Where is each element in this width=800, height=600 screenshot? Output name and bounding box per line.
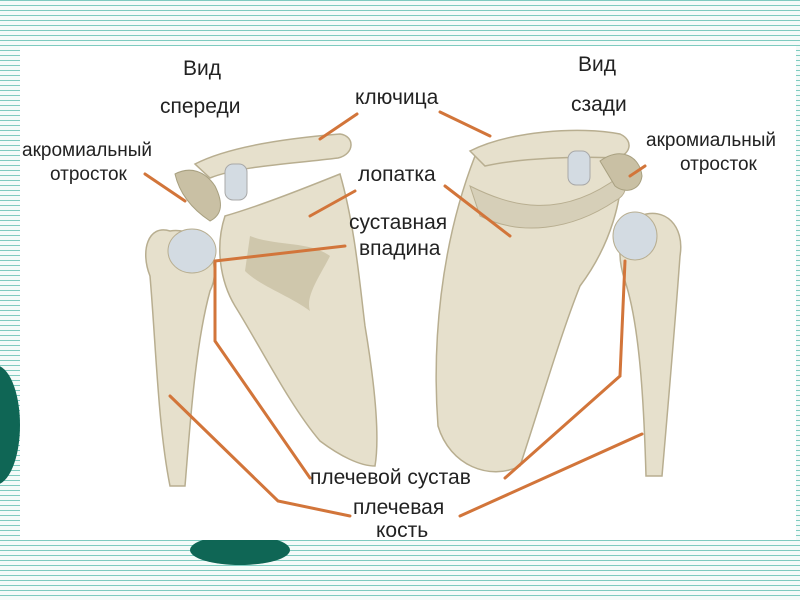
leader-scapula-back [443,184,512,238]
humeral-head-cartilage-back [612,211,658,261]
leader-scapula-front [308,189,357,218]
front-view-bones [145,133,378,487]
label-front-view-line1: Вид [183,57,221,80]
label-glenoid-line2: впадина [359,237,441,260]
label-front-view-line2: спереди [160,95,241,118]
decorative-shape-bottom [190,535,290,565]
label-shoulder-joint: плечевой сустав [310,466,471,489]
label-acromion-right-line1: акромиальный [646,130,777,151]
back-view-bones [435,129,682,477]
leader-acromion-back [628,164,647,178]
clavicle-front [193,133,352,179]
label-acromion-right-line2: отросток [680,154,757,175]
label-acromion-left-line2: отросток [50,164,127,185]
leader-clavicle-back [438,110,492,138]
coracoid-ligament-front [224,163,248,201]
label-back-view-line1: Вид [578,53,616,76]
content-panel: Вид спереди Вид сзади ключица акромиальн… [20,46,796,542]
leader-shoulder-joint-back [503,259,627,480]
humeral-head-cartilage-front [167,228,217,274]
label-glenoid-line1: суставная [349,211,448,234]
leader-humerus-front [168,394,352,518]
decorative-shape-left [0,365,20,485]
acromion-front [174,169,221,222]
leader-glenoid [213,244,347,263]
label-humerus-line1: плечевая [353,496,445,519]
leader-acromion-front [143,172,187,203]
label-clavicle: ключица [355,86,439,109]
label-scapula: лопатка [358,163,436,186]
leader-lines [143,110,647,518]
label-humerus-line2: кость [376,519,429,542]
label-acromion-left-line1: акромиальный [22,140,153,161]
leader-clavicle-front [318,112,359,141]
coracoid-ligament-back [567,150,591,186]
shoulder-anatomy-illustration [143,110,682,518]
label-back-view-line2: сзади [571,93,627,116]
leader-shoulder-joint-front [213,259,312,480]
acromion-back [599,153,643,191]
leader-humerus-back [458,432,644,518]
